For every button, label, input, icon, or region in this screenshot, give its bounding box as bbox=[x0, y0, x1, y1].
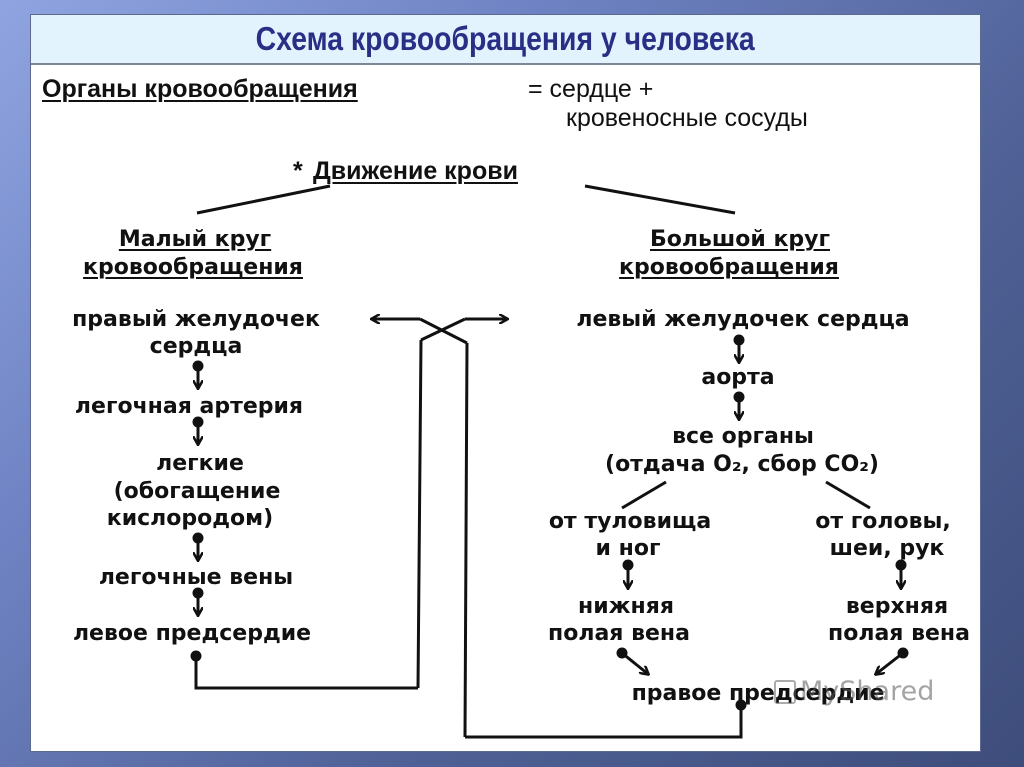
title-bar: Схема кровообращения у человека bbox=[31, 15, 980, 65]
slide-title: Схема кровообращения у человека bbox=[255, 20, 756, 57]
branch-left-2: и ног bbox=[595, 536, 661, 561]
systemic-heading-2: кровообращения bbox=[619, 255, 839, 280]
pulmonary-step-3c: кислородом) bbox=[106, 506, 274, 531]
vein-left-1: нижняя bbox=[578, 594, 674, 619]
projector-icon bbox=[774, 680, 796, 704]
pulmonary-heading-1: Малый круг bbox=[118, 227, 272, 252]
movement-asterisk: * bbox=[293, 157, 303, 185]
organs-label: Органы кровообращения bbox=[42, 75, 358, 103]
watermark: MyShared bbox=[774, 676, 934, 707]
organs-continuation: кровеносные сосуды bbox=[566, 104, 808, 132]
pulmonary-step-4: легочные вены bbox=[98, 565, 294, 590]
pulmonary-step-3b: (обогащение bbox=[113, 479, 281, 504]
slide-frame: Схема кровообращения у человека bbox=[30, 14, 981, 752]
branch-right-2: шеи, рук bbox=[829, 536, 945, 561]
systemic-step-2: аорта bbox=[701, 365, 775, 390]
systemic-heading-1: Большой круг bbox=[650, 227, 830, 252]
watermark-text: MyShared bbox=[800, 676, 935, 707]
systemic-step-1: левый желудочек сердца bbox=[576, 307, 910, 332]
organs-equals: = сердце + bbox=[528, 75, 654, 103]
movement-label: Движение крови bbox=[313, 157, 518, 185]
vein-left-2: полая вена bbox=[548, 621, 690, 646]
branch-right-1: от головы, bbox=[815, 509, 951, 534]
vein-right-2: полая вена bbox=[828, 621, 970, 646]
systemic-step-3b: (отдача O₂, сбор CO₂) bbox=[605, 452, 879, 477]
branch-left-1: от туловища bbox=[548, 509, 712, 534]
pulmonary-step-1a: правый желудочек bbox=[72, 307, 320, 332]
pulmonary-step-2: легочная артерия bbox=[74, 394, 304, 419]
pulmonary-step-1b: сердца bbox=[149, 334, 243, 359]
vein-right-1: верхняя bbox=[845, 594, 949, 619]
pulmonary-step-5: левое предсердие bbox=[72, 621, 312, 646]
final-right-atrium: правое предсердие bbox=[631, 681, 885, 706]
pulmonary-step-3a: легкие bbox=[156, 451, 244, 476]
systemic-step-3a: все органы bbox=[672, 424, 814, 449]
pulmonary-heading-2: кровообращения bbox=[83, 255, 303, 280]
